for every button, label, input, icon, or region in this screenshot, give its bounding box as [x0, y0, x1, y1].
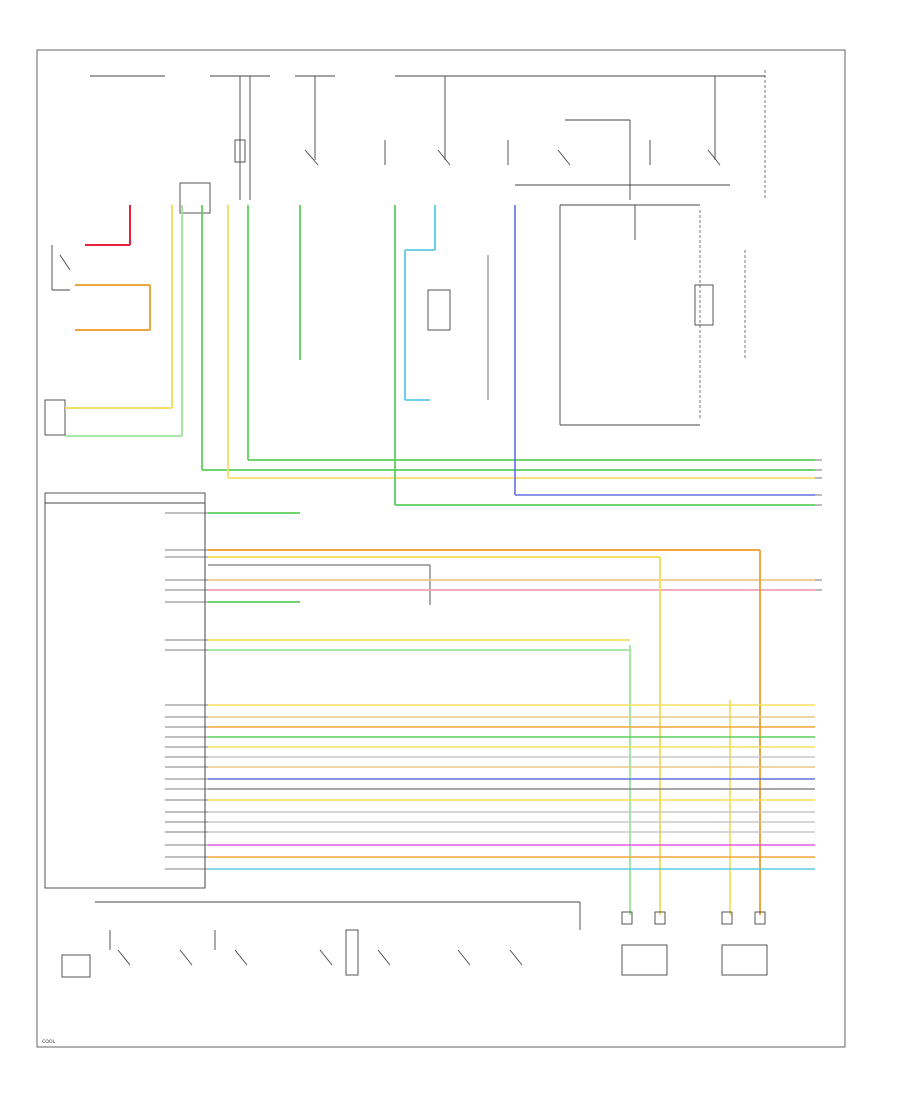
right-terminals [815, 459, 822, 591]
control-module [44, 492, 206, 889]
top-relays [234, 139, 721, 166]
bottom-sensors [621, 911, 768, 976]
power-feed-lines [90, 70, 766, 200]
bottom-switch-row [61, 901, 581, 978]
wires [65, 204, 815, 915]
diagram-frame [36, 49, 846, 1048]
frame-corner-label: COOL [42, 1039, 55, 1045]
left-sensor-area [44, 245, 71, 436]
top-connector [179, 182, 211, 214]
